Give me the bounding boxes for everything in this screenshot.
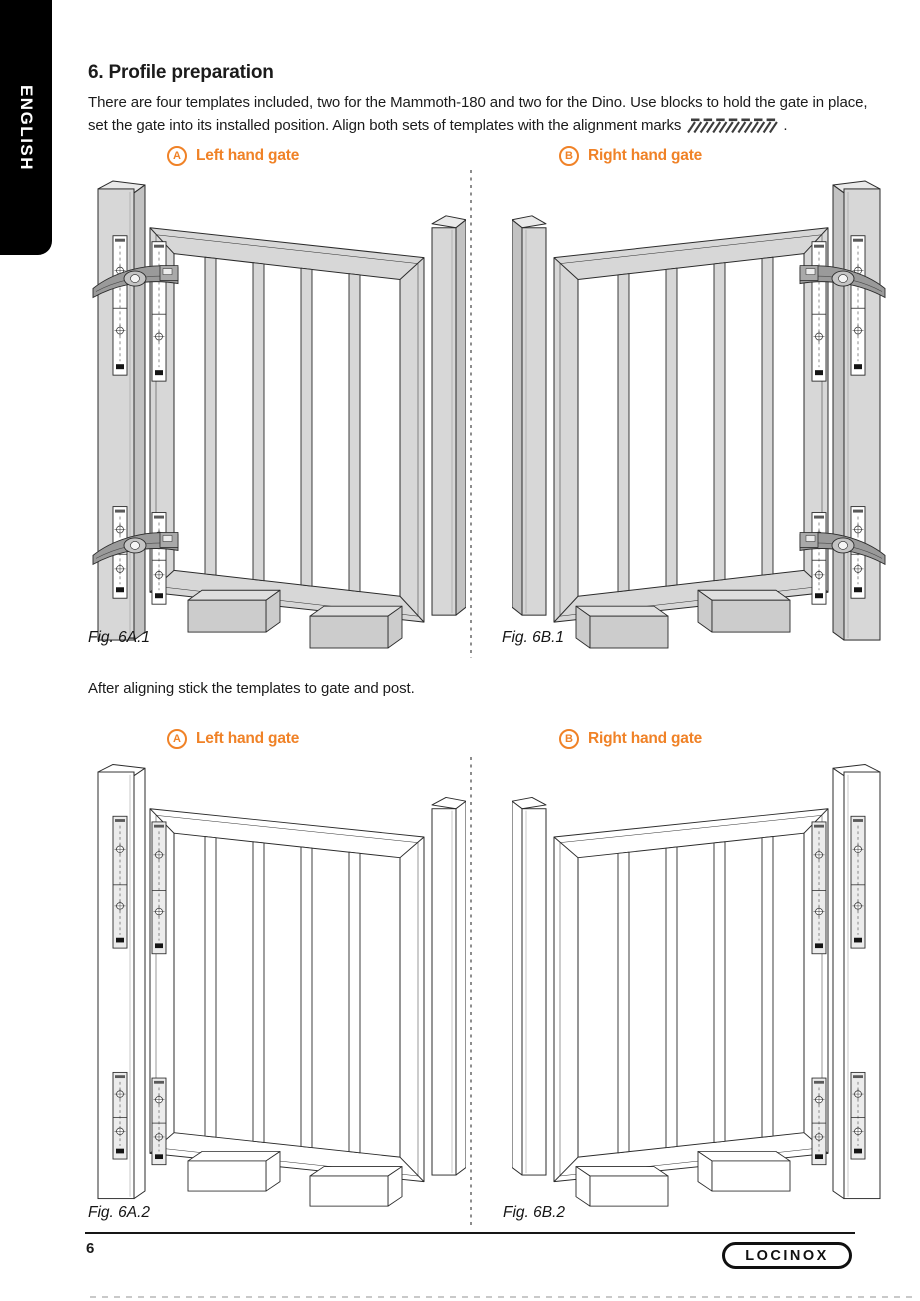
figure-separator-top bbox=[470, 170, 472, 658]
figure-6b2 bbox=[511, 756, 890, 1208]
label-right-hand-gate-bottom: B Right hand gate bbox=[559, 729, 702, 749]
figure-6a1-caption: Fig. 6A.1 bbox=[88, 629, 151, 646]
label-right-hand-gate-text: Right hand gate bbox=[588, 147, 703, 164]
label-circle-a: A bbox=[167, 146, 187, 166]
figure-6a2 bbox=[88, 756, 467, 1208]
intro-line-2: set the gate into its installed position… bbox=[88, 114, 888, 137]
alignment-marks-icon bbox=[686, 117, 779, 134]
intro-line-2-text: set the gate into its installed position… bbox=[88, 117, 682, 134]
intro-paragraph: There are four templates included, two f… bbox=[88, 91, 888, 137]
page-title: 6. Profile preparation bbox=[88, 62, 274, 83]
figure-6b2-illustration bbox=[511, 756, 890, 1208]
figure-6a1-illustration bbox=[88, 172, 467, 650]
label-circle-b: B bbox=[559, 146, 579, 166]
figure-6b1-illustration bbox=[511, 172, 890, 650]
label-left-hand-gate-top: A Left hand gate bbox=[167, 146, 299, 166]
figure-6a2-illustration bbox=[88, 756, 467, 1208]
label-right-hand-gate-text: Right hand gate bbox=[588, 730, 703, 747]
label-left-hand-gate-text: Left hand gate bbox=[196, 147, 300, 164]
label-circle-a: A bbox=[167, 729, 187, 749]
page-bottom-edge bbox=[90, 1296, 918, 1298]
label-left-hand-gate-bottom: A Left hand gate bbox=[167, 729, 299, 749]
figure-6a2-caption: Fig. 6A.2 bbox=[88, 1204, 151, 1221]
after-align-instruction: After aligning stick the templates to ga… bbox=[88, 680, 415, 697]
locinox-logo: LOCINOX bbox=[722, 1242, 852, 1269]
footer-rule bbox=[85, 1232, 855, 1234]
figure-separator-bottom bbox=[470, 757, 472, 1227]
label-circle-b: B bbox=[559, 729, 579, 749]
intro-line-1: There are four templates included, two f… bbox=[88, 94, 868, 111]
figure-6a1 bbox=[88, 172, 467, 650]
language-tab: ENGLISH bbox=[0, 0, 52, 255]
page-number: 6 bbox=[86, 1240, 95, 1257]
figure-6b1 bbox=[511, 172, 890, 650]
language-tab-label: ENGLISH bbox=[17, 84, 36, 171]
figure-6b1-caption: Fig. 6B.1 bbox=[502, 629, 565, 646]
figure-6b2-caption: Fig. 6B.2 bbox=[503, 1204, 566, 1221]
intro-line-2-period: . bbox=[783, 117, 788, 134]
label-right-hand-gate-top: B Right hand gate bbox=[559, 146, 702, 166]
label-left-hand-gate-text: Left hand gate bbox=[196, 730, 300, 747]
